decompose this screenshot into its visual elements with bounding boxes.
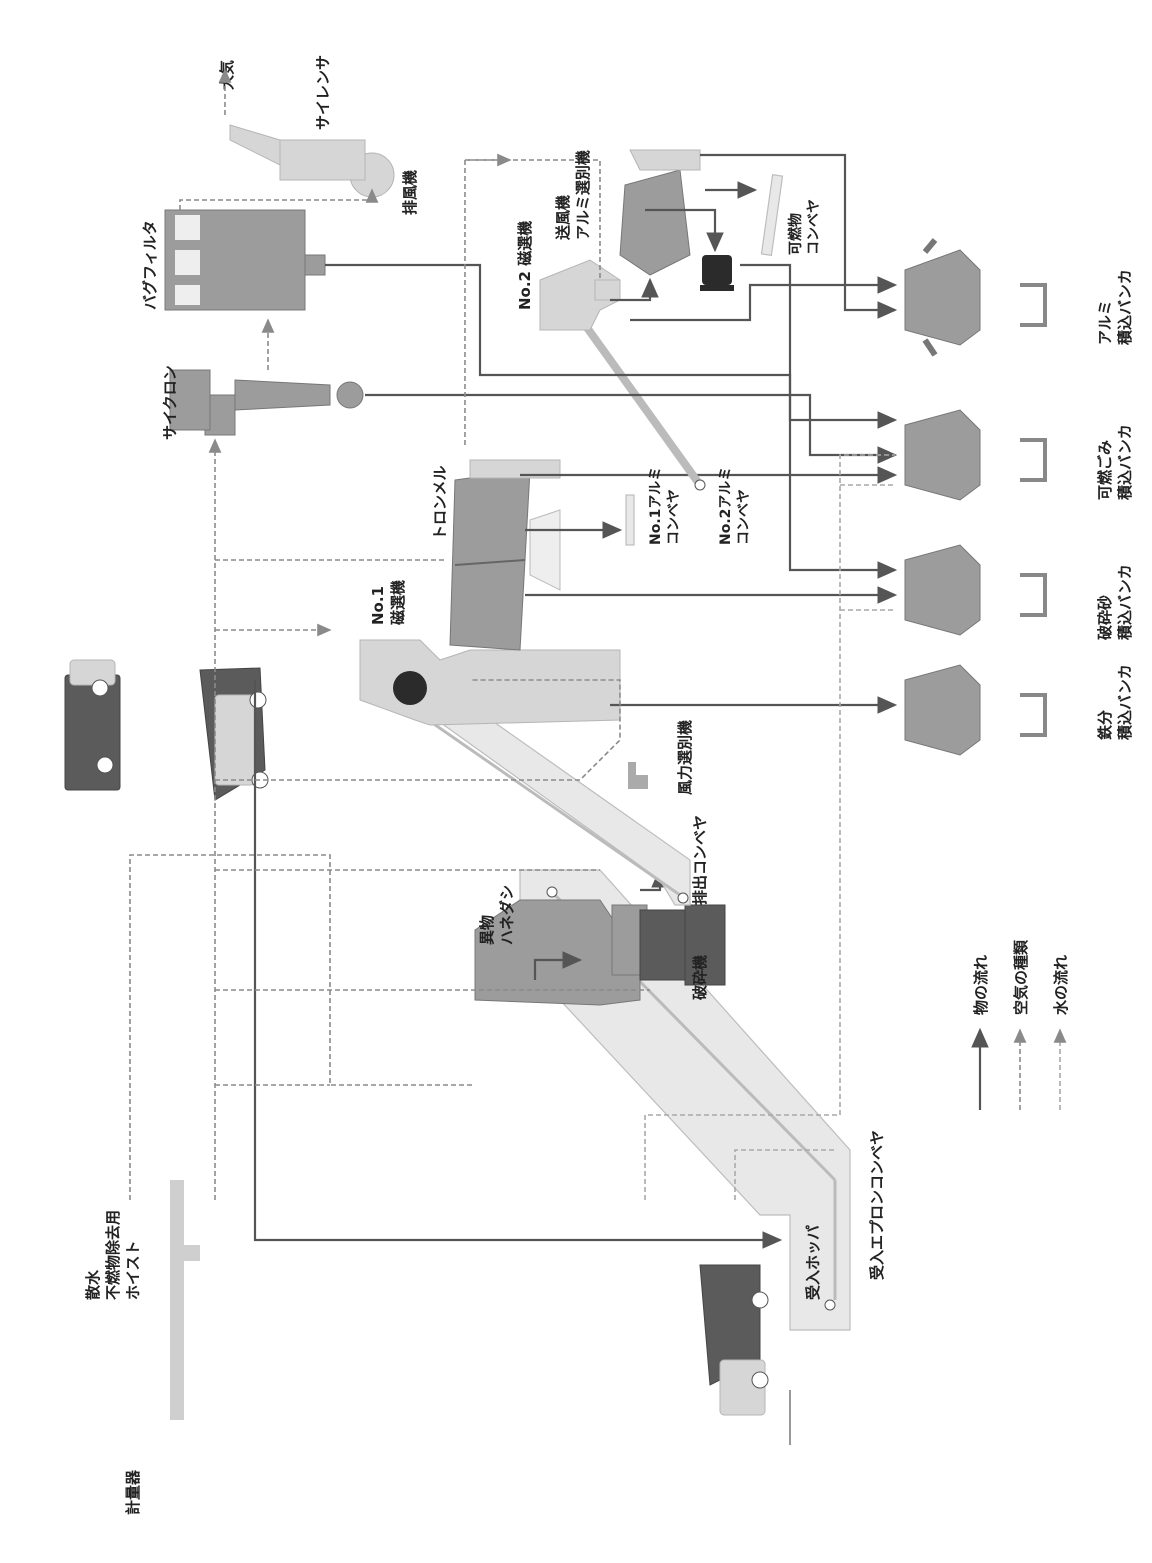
label-magnet1-2: 磁選機 — [389, 580, 407, 625]
bunker-sand — [904, 544, 1047, 636]
label-hoist-3: ホイスト — [124, 1240, 142, 1300]
fan — [229, 124, 395, 198]
hoist — [170, 1180, 200, 1420]
label-bunker-sand-1: 破砕砂 — [1096, 595, 1114, 640]
wind-separator — [628, 762, 648, 789]
al-separator-rotor — [700, 255, 734, 291]
label-combustible-conveyor-1: 可燃物 — [787, 213, 804, 255]
label-bunker-al-2: 積込バンカ — [1116, 269, 1134, 346]
truck-unloading-1 — [199, 667, 269, 801]
label-wind-separator: 風力選別機 — [676, 720, 694, 795]
label-magnet2: No.2 磁選機 — [516, 221, 534, 310]
label-al-conveyor1-2: コンベヤ — [666, 489, 682, 545]
label-bunker-al-1: アルミ — [1096, 300, 1114, 345]
combustible-conveyor — [760, 174, 784, 256]
legend-water-label: 水の流れ — [1052, 955, 1070, 1015]
label-bunker-combustible-2: 積込バンカ — [1116, 424, 1134, 501]
label-al-conveyor2-1: No.2アルミ — [718, 467, 734, 545]
bunker-iron — [904, 664, 1047, 756]
magnet-separator-1 — [359, 639, 621, 726]
label-receiving-hopper: 受入ホッパ — [804, 1225, 822, 1300]
label-foreign-damper-2: ハネダシ — [498, 885, 516, 945]
label-blower-al-1: 送風機 — [554, 195, 572, 241]
label-al-conveyor2-2: コンベヤ — [736, 489, 752, 545]
label-blower-al-2: アルミ選別機 — [574, 150, 592, 240]
label-combustible-conveyor-2: コンベヤ — [806, 199, 822, 255]
label-bunker-iron-2: 積込バンカ — [1116, 664, 1134, 741]
label-hoist-1: 散水 — [84, 1269, 102, 1300]
bunker-combustible — [904, 409, 1047, 501]
label-bag-filter: バグフィルタ — [141, 220, 159, 310]
legend-air-label: 空気の種類 — [1012, 939, 1030, 1015]
bag-filter — [164, 209, 326, 311]
legend: 物の流れ 空気の種類 水の流れ — [971, 939, 1070, 1110]
label-al-conveyor1-1: No.1アルミ — [648, 467, 664, 545]
label-scale: 計量器 — [124, 1469, 142, 1515]
label-cyclone: サイクロン — [161, 365, 179, 440]
legend-material-label: 物の流れ — [972, 955, 990, 1015]
label-trommel: トロンメル — [431, 465, 449, 540]
al-conveyor-1 — [625, 494, 635, 546]
bunker-al — [904, 238, 1047, 357]
crusher — [639, 904, 726, 986]
label-silencer: サイレンサ — [314, 55, 332, 130]
trommel — [449, 459, 561, 651]
label-atmosphere: 大気 — [218, 60, 236, 90]
label-fan: 排風機 — [401, 170, 419, 215]
label-bunker-combustible-1: 可燃ごみ — [1096, 440, 1114, 500]
truck-on-scale — [64, 659, 121, 791]
truck-unloading-2 — [699, 1264, 769, 1416]
label-foreign-damper-1: 異物 — [478, 915, 496, 945]
label-bunker-sand-2: 積込バンカ — [1116, 564, 1134, 641]
label-apron-conveyor: 受入エプロンコンベヤ — [868, 1130, 886, 1280]
label-discharge-conveyor: 排出コンベヤ — [691, 815, 709, 905]
label-magnet1-1: No.1 — [369, 586, 387, 625]
label-bunker-iron-1: 鉄分 — [1096, 710, 1114, 740]
label-hoist-2: 不燃物除去用 — [104, 1210, 122, 1300]
label-crusher: 破砕機 — [691, 955, 709, 1000]
cyclone — [169, 369, 364, 436]
